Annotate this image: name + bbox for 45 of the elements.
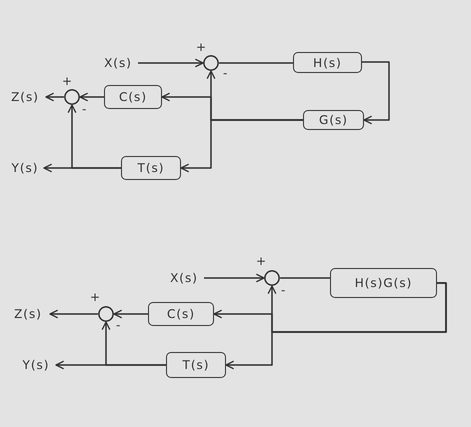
sign-label: - [281,283,286,297]
block-label: C(s) [119,90,147,104]
arrow [43,164,121,172]
arrow [55,360,166,370]
sign-label: + [62,74,72,88]
block-box [121,156,181,180]
block-label: H(s) [313,56,342,70]
signal-label: Z(s) [6,305,50,323]
summing-junction [264,270,280,286]
block-box [303,110,364,130]
sign-label: - [223,66,228,80]
arrow [180,119,303,172]
block-box [166,352,226,378]
sign-label: + [90,290,100,304]
summing-junction [203,55,219,71]
arrow [79,92,104,102]
arrow [225,282,447,370]
block-box [148,302,214,326]
block-label: C(s) [167,307,195,321]
block-label: T(s) [138,161,164,175]
arrow [49,310,98,318]
arrow [45,92,64,102]
block-box [104,85,162,109]
arrow [113,310,148,318]
signal-label: Y(s) [16,356,56,374]
sign-label: + [256,254,266,268]
block-label: G(s) [319,113,348,127]
arrow [138,58,204,68]
block-label: T(s) [182,358,210,372]
arrow [362,61,390,124]
summing-junction [98,306,114,322]
summing-junction [64,89,80,105]
arrow [204,274,265,282]
signal-label: Y(s) [6,159,44,177]
connector-line [219,62,293,64]
block-label: H(s)G(s) [354,276,412,290]
sign-label: + [196,40,206,54]
signal-label: X(s) [164,270,204,286]
connector-line [280,277,330,279]
sign-label: - [116,318,120,332]
signal-label: X(s) [98,55,138,71]
sign-label: - [82,102,86,116]
signal-label: Z(s) [4,88,46,106]
block-box [330,268,437,298]
block-box [293,52,362,73]
